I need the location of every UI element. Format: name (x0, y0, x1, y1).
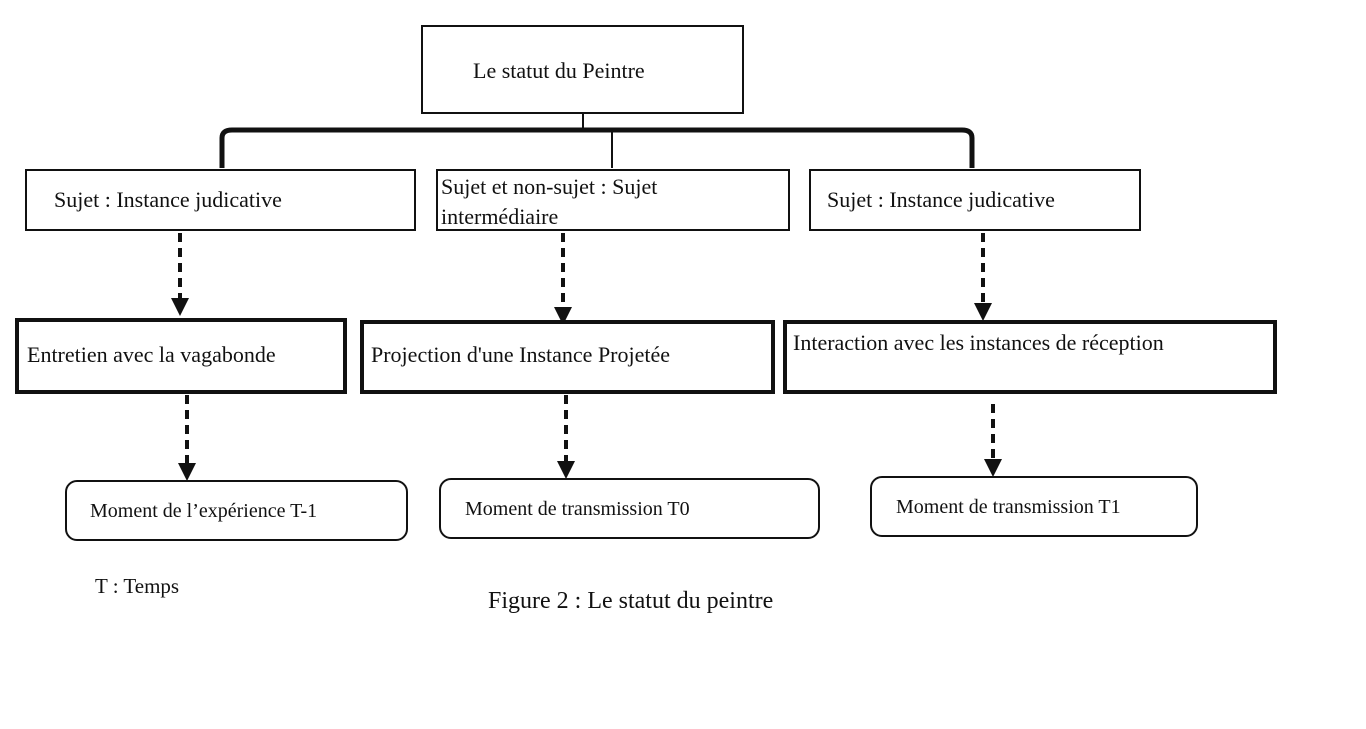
moment-label-1: Moment de l’expérience T-1 (90, 500, 318, 522)
figure-caption: Figure 2 : Le statut du peintre (488, 588, 774, 614)
instance-label-2: Projection d'une Instance Projetée (371, 342, 671, 367)
instance-box-3: Interaction avec les instances de récept… (783, 320, 1277, 394)
instance-box-2: Projection d'une Instance Projetée (360, 320, 775, 394)
moment-box-1: Moment de l’expérience T-1 (65, 480, 408, 541)
branch-bracket (219, 127, 975, 168)
root-box: Le statut du Peintre (421, 25, 744, 114)
subject-label-1: Sujet : Instance judicative (54, 187, 282, 212)
subject-label-2-line1: Sujet et non-sujet : Sujet (441, 174, 658, 199)
arrowhead-3b (984, 459, 1002, 477)
subject-box-3: Sujet : Instance judicative (809, 169, 1141, 231)
subject-label-3: Sujet : Instance judicative (827, 187, 1055, 212)
subject-label-2-line2: intermédiaire (441, 204, 559, 229)
moment-box-2: Moment de transmission T0 (439, 478, 820, 539)
root-label: Le statut du Peintre (473, 58, 645, 83)
subject-box-2: Sujet et non-sujet : Sujet intermédiaire (436, 169, 790, 231)
instance-label-1: Entretien avec la vagabonde (27, 342, 276, 367)
instance-box-1: Entretien avec la vagabonde (15, 318, 347, 394)
arrowhead-2b (557, 461, 575, 479)
arrowhead-2a (554, 307, 572, 325)
subject-box-1: Sujet : Instance judicative (25, 169, 416, 231)
instance-label-3: Interaction avec les instances de récept… (793, 330, 1164, 355)
moment-box-3: Moment de transmission T1 (870, 476, 1198, 537)
arrowhead-3a (974, 303, 992, 321)
arrowhead-1b (178, 463, 196, 481)
legend-text: T : Temps (95, 574, 180, 598)
arrowhead-1a (171, 298, 189, 316)
moment-label-3: Moment de transmission T1 (896, 496, 1121, 518)
moment-label-2: Moment de transmission T0 (465, 498, 690, 520)
